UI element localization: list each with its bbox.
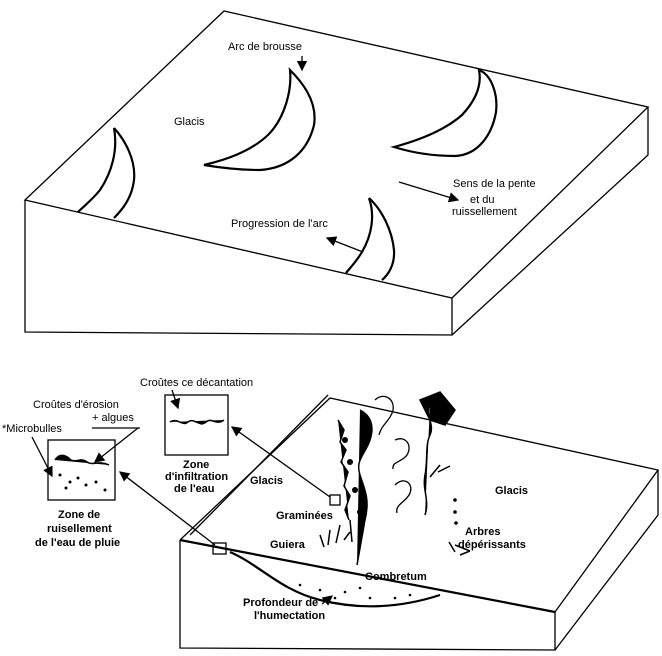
infiltration-inset-box [164, 394, 229, 456]
brush-arc [345, 197, 396, 281]
bottom-block-side-face [554, 470, 659, 651]
infiltration-zone-label: de l'eau [174, 483, 215, 495]
runoff-zone-label: ruisellement [47, 523, 112, 535]
runoff-zone-label: Zone de [58, 509, 100, 521]
slope-arrow [398, 181, 460, 203]
brush-arc [390, 68, 498, 158]
pointer-line [321, 595, 334, 606]
top-block-diagram: Arc de brousse Glacis Sens de la pente e… [23, 10, 650, 336]
bottom-block-diagram: Croûtes ce décantation Croûtes d'érosion… [2, 377, 660, 651]
glacis-right-label: Glacis [495, 485, 528, 497]
runoff-zone-label: de l'eau de pluie [35, 537, 120, 549]
pointer-line [118, 471, 216, 546]
humidification-dots [298, 583, 412, 600]
erosion-label: Croûtes d'érosion [33, 399, 119, 411]
glacis-left-label: Glacis [250, 475, 283, 487]
top-block-top-face [23, 10, 650, 299]
top-block-side-face [451, 107, 649, 336]
humidification-front [229, 550, 441, 608]
pointer-line [93, 427, 139, 463]
slope-label: ruissellement [452, 206, 517, 218]
slope-label: Sens de la pente [453, 178, 536, 190]
combretum-label: Combretum [365, 571, 427, 583]
arbres-label: dépérissants [458, 539, 526, 551]
microbubbles [58, 473, 107, 492]
pointer-line [230, 426, 331, 498]
top-block-front-face [24, 200, 453, 336]
infiltration-zone-label: d'infiltration [165, 471, 228, 483]
progression-label: Progression de l'arc [231, 218, 328, 230]
bottom-block-front-face [179, 540, 556, 651]
vegetation-band [319, 391, 471, 566]
progression-arrow [325, 236, 364, 253]
inset-marker-square [212, 542, 227, 555]
profondeur-label: Profondeur de [243, 597, 318, 609]
infiltration-zone-label: Zone [183, 459, 209, 471]
pointer-line [189, 394, 329, 536]
soil-surface [179, 538, 556, 614]
pointer-line [31, 436, 53, 478]
pointer-line [170, 389, 181, 410]
arc-label: Arc de brousse [228, 41, 302, 53]
graminees-label: Graminées [276, 510, 333, 522]
microbulles-label: *Microbulles [2, 423, 62, 435]
arbres-label: Arbres [465, 526, 500, 538]
brush-arc [77, 127, 136, 219]
slope-label: et du [470, 194, 494, 206]
profondeur-label: l'humectation [254, 610, 325, 622]
erosion-label: + algues [92, 412, 134, 424]
inset-marker-square [329, 494, 341, 506]
glacis-label: Glacis [174, 116, 205, 128]
decantation-label: Croûtes ce décantation [140, 377, 253, 389]
guiera-label: Guiera [270, 539, 306, 551]
brush-arc [203, 67, 316, 172]
